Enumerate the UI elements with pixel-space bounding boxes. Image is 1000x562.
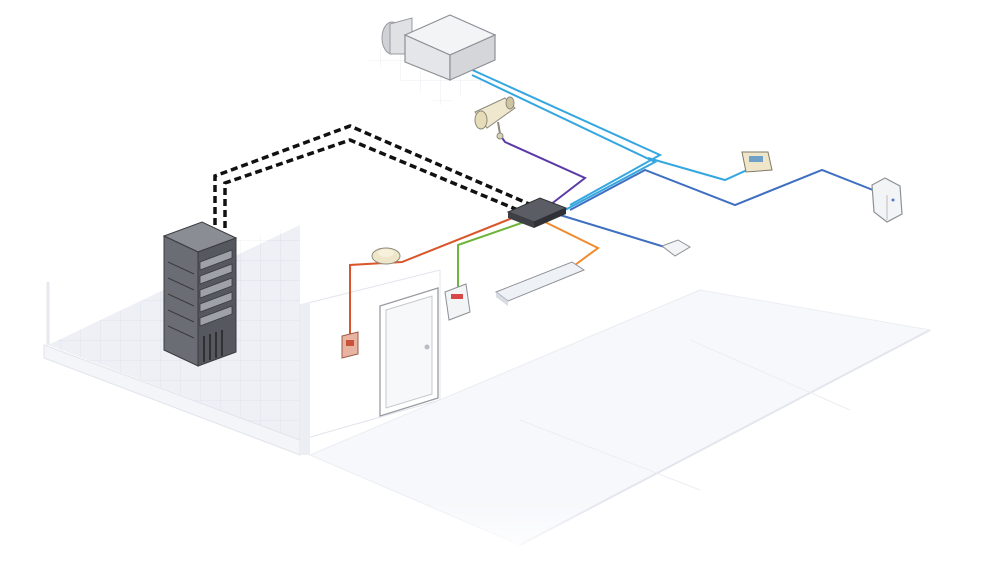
hvac-cable-1 xyxy=(467,67,663,206)
sensor-cable xyxy=(559,214,669,249)
floor-fade xyxy=(0,500,1000,562)
thermostat-icon[interactable] xyxy=(741,151,773,173)
network-switch-icon[interactable] xyxy=(506,197,568,228)
backbone-cable-2 xyxy=(223,138,526,228)
rack-side-shelves xyxy=(167,261,195,339)
server-rack-icon[interactable] xyxy=(162,221,238,367)
card-reader-icon[interactable] xyxy=(341,331,359,359)
door-icon[interactable] xyxy=(379,287,439,417)
lighting-cable xyxy=(349,214,521,335)
hvac-unit-icon[interactable] xyxy=(381,14,497,81)
rack-server-units xyxy=(199,249,233,362)
security-camera-icon[interactable] xyxy=(474,96,516,140)
cables xyxy=(213,67,879,335)
backbone-cable-1 xyxy=(213,124,537,225)
hvac-cable-2 xyxy=(471,74,658,211)
access-control-panel-icon[interactable] xyxy=(444,283,471,321)
sensor-icon[interactable] xyxy=(660,239,691,257)
patch-panel-icon[interactable] xyxy=(494,261,586,306)
access-point-cable xyxy=(569,168,879,211)
patch-cable xyxy=(544,221,600,266)
camera-cable xyxy=(499,134,587,206)
access-cable xyxy=(457,219,531,292)
ceiling-light-icon[interactable] xyxy=(371,247,401,265)
wireless-access-point-icon[interactable] xyxy=(871,177,903,223)
